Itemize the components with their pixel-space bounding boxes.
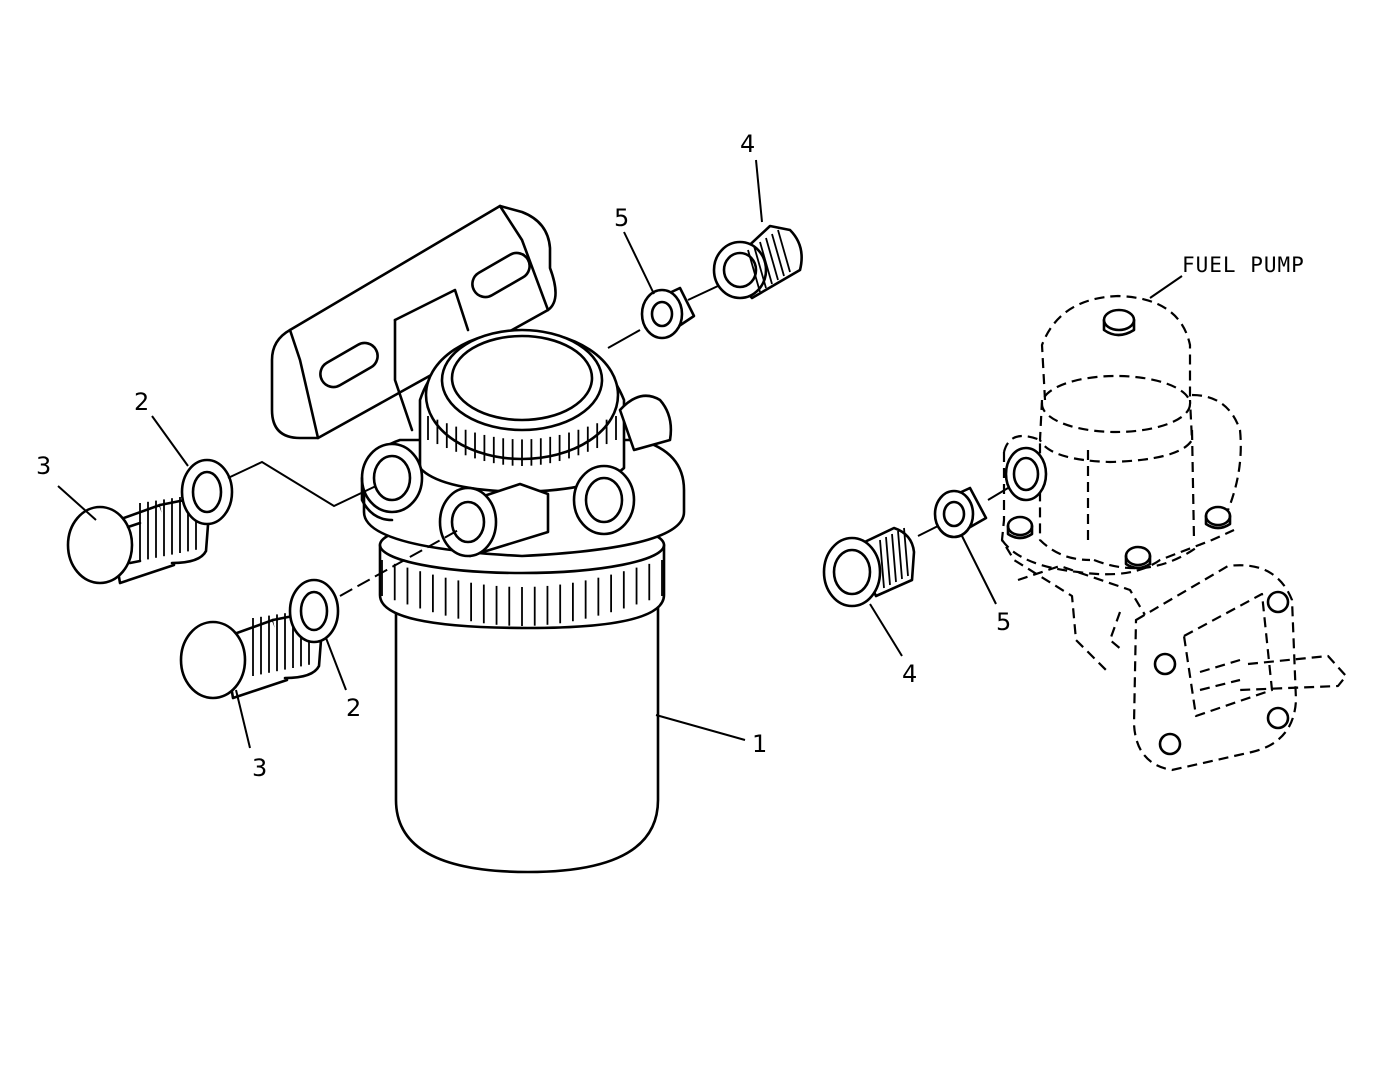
rib-line — [765, 237, 779, 281]
callout-4-top: 4 — [740, 130, 755, 158]
outlet-port-lower — [438, 482, 550, 558]
filter-canister — [394, 598, 660, 874]
rib-line — [891, 533, 897, 583]
fuel-pump-label: FUEL PUMP — [1182, 253, 1305, 277]
rib-line — [759, 241, 773, 285]
rib-line — [747, 249, 761, 293]
callout-1: 1 — [752, 730, 767, 758]
rib-line — [777, 229, 791, 273]
fuel-pump — [1000, 294, 1348, 772]
assembly-lines — [227, 285, 719, 597]
callout-3-lower: 3 — [252, 754, 267, 782]
callout-5-top: 5 — [614, 204, 629, 232]
washer-upper — [180, 458, 234, 526]
callout-2-upper: 2 — [134, 388, 149, 416]
washer-lower — [288, 578, 340, 644]
rib-line — [897, 530, 903, 580]
bolt-upper — [66, 494, 210, 585]
pump-bolt-left — [1006, 515, 1034, 540]
sleeve-top — [640, 286, 696, 340]
pump-assembly-line-b — [987, 487, 1009, 501]
rib-line — [903, 527, 909, 577]
pump-port — [1004, 446, 1048, 502]
sleeve-pump — [933, 486, 988, 539]
pump-assembly-line-a — [917, 525, 939, 537]
pump-bolt-center — [1124, 545, 1152, 570]
rib-line — [771, 233, 785, 277]
callout-leaders — [57, 159, 1183, 749]
side-port — [572, 464, 636, 536]
mounting-bracket — [270, 204, 557, 440]
fuel-filter-assembly — [270, 204, 686, 874]
plug-top — [712, 224, 803, 300]
pump-bolt-right — [1204, 505, 1232, 530]
plug-pump — [822, 526, 916, 608]
callout-4-pump: 4 — [902, 660, 917, 688]
inlet-port-upper — [360, 442, 424, 522]
rib-line — [753, 245, 767, 289]
callout-3-upper: 3 — [36, 452, 51, 480]
rib-line — [879, 539, 885, 589]
callout-5-pump: 5 — [996, 608, 1011, 636]
callout-2-lower: 2 — [346, 694, 361, 722]
rib-line — [885, 536, 891, 586]
